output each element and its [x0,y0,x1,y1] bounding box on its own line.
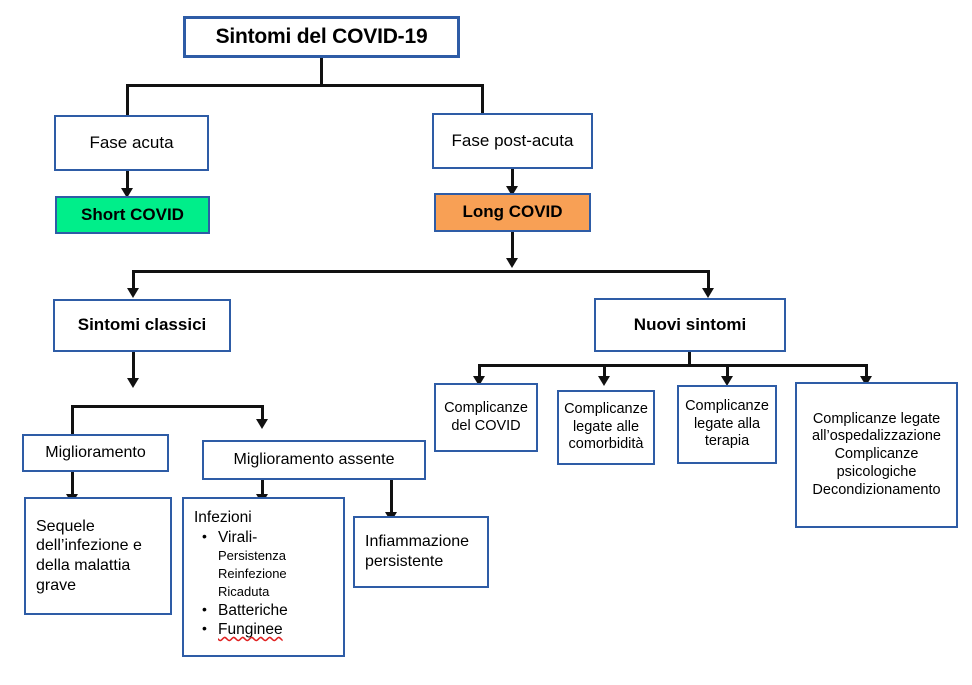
node-short-covid[interactable]: Short COVID [55,196,210,234]
node-label: Complicanze legate all’ospedalizzazione … [812,410,941,498]
node-long-covid[interactable]: Long COVID [434,193,591,232]
connector-title-to-fase-post-acuta [481,84,484,116]
connector-nuovi-sintomi-trunk [688,352,691,365]
node-label: Complicanze legate alle comorbidità [564,400,648,453]
node-fase-acuta[interactable]: Fase acuta [54,115,209,171]
arrowhead-sintomi-classici-trunk [127,378,139,388]
node-label: Nuovi sintomi [633,314,747,334]
connector-to-complicanze-terapia [726,364,729,380]
connector-to-complicanze-ospedalizzazione [865,364,868,380]
list-item-subline: Ricaduta [218,583,270,599]
arrowhead-complicanze-ospedalizzazione [860,376,872,386]
node-label: Sintomi del COVID-19 [215,25,428,49]
node-label: Sintomi classici [77,315,207,335]
arrowhead-complicanze-covid [473,376,485,386]
node-complicanze-comorbidita[interactable]: Complicanze legate alle comorbidità [557,390,655,465]
connector-to-miglioramento-assente [261,405,264,423]
node-label: Complicanze legate alla terapia [685,397,769,450]
connector-to-nuovi-sintomi [707,270,710,292]
list-item-subline: Persistenza [218,548,286,563]
list-item-label: Funginee [218,620,283,638]
node-nuovi-sintomi[interactable]: Nuovi sintomi [594,298,786,352]
infezioni-header: Infezioni [194,509,252,526]
node-fase-post-acuta[interactable]: Fase post-acuta [432,113,593,169]
node-label: Sequele dell’infezione e della malattia … [36,517,142,594]
list-item-label: Virali- [218,529,258,546]
node-sintomi-del-covid-19[interactable]: Sintomi del COVID-19 [183,16,460,58]
node-label: Short COVID [81,204,184,224]
connector-fase-post-acuta-to-long-covid [511,168,514,190]
list-item[interactable]: Batteriche [200,601,335,620]
connector-to-sintomi-classici [132,270,135,292]
connector-groups-horizontal [132,270,710,273]
node-label: Miglioramento [45,444,146,462]
arrowhead-complicanze-comorbidita [598,376,610,386]
list-item[interactable]: Funginee [200,620,335,639]
connector-classic-horizontal [71,405,264,408]
connector-long-covid-trunk [511,232,514,265]
connector-to-complicanze-covid [478,364,481,380]
connector-miglioramento-assente-to-infezioni [261,478,264,498]
list-item[interactable]: Virali- Persistenza Reinfezione Ricaduta [200,528,335,601]
arrowhead-sintomi-classici [127,288,139,298]
node-label: Long COVID [462,202,563,222]
connector-complications-horizontal [478,364,868,367]
node-label: Miglioramento assente [233,451,395,469]
node-complicanze-terapia[interactable]: Complicanze legate alla terapia [677,385,777,464]
arrowhead-nuovi-sintomi [702,288,714,298]
list-item-label: Batteriche [218,601,288,619]
node-sequele-infezione[interactable]: Sequele dell’infezione e della malattia … [24,497,172,615]
node-complicanze-ospedalizzazione[interactable]: Complicanze legate all’ospedalizzazione … [795,382,958,528]
arrowhead-complicanze-terapia [721,376,733,386]
connector-to-miglioramento [71,405,74,435]
node-complicanze-del-covid[interactable]: Complicanze del COVID [434,383,538,452]
list-item-subline: Reinfezione [218,565,287,581]
connector-miglioramento-to-sequele [71,470,74,498]
node-label: Complicanze del COVID [444,399,528,434]
node-miglioramento[interactable]: Miglioramento [22,434,169,472]
connector-miglioramento-assente-to-infiammazione [390,478,393,518]
node-label: Fase post-acuta [451,130,574,150]
connector-title-to-fase-acuta [126,84,129,116]
node-infiammazione-persistente[interactable]: Infiammazione persistente [353,516,489,588]
node-miglioramento-assente[interactable]: Miglioramento assente [202,440,426,480]
connector-fase-acuta-to-short-covid [126,170,129,192]
connector-sintomi-classici-trunk [132,352,135,384]
arrowhead-short-covid [121,188,133,198]
node-label: Fase acuta [89,132,174,152]
arrowhead-long-covid-trunk [506,258,518,268]
node-label: Infiammazione persistente [365,533,470,570]
connector-to-complicanze-comorbidita [603,364,606,380]
connector-title-horizontal [126,84,484,87]
arrowhead-miglioramento-assente [256,419,268,429]
node-sintomi-classici[interactable]: Sintomi classici [53,299,231,352]
arrowhead-long-covid [506,186,518,196]
connector-title-trunk [320,57,323,85]
infezioni-list: Virali- Persistenza Reinfezione Ricaduta… [194,528,335,639]
node-infezioni[interactable]: Infezioni Virali- Persistenza Reinfezion… [182,497,345,657]
